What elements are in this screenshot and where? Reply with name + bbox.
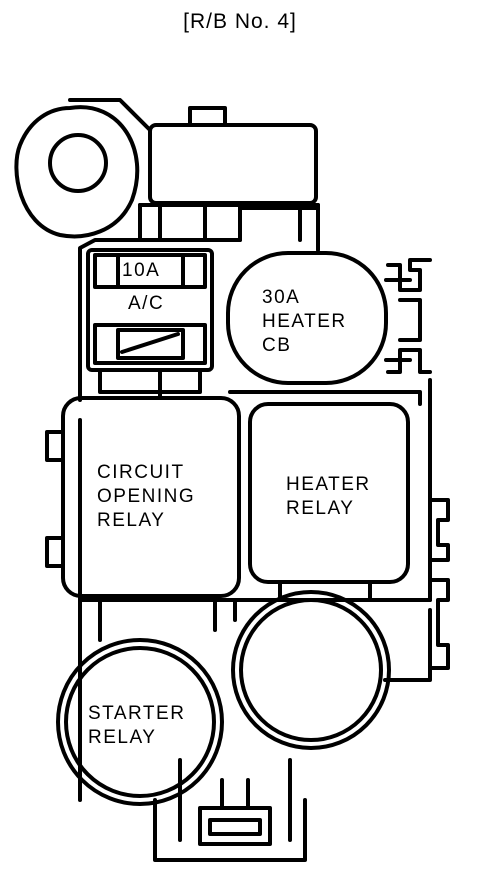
bottom-connector <box>153 758 307 862</box>
circuit-opening-relay-label-2: OPENING <box>97 486 196 507</box>
circuit-opening-relay-label-3: RELAY <box>97 510 166 531</box>
top-connector <box>148 106 318 242</box>
right-side-clips <box>383 258 450 682</box>
breaker-rating-label: 30A <box>262 287 301 308</box>
diagram-title: [R/B No. 4] <box>183 10 297 33</box>
breaker-name-label: HEATER <box>262 311 347 332</box>
heater-relay <box>228 390 422 584</box>
heater-relay-label-2: RELAY <box>286 498 355 519</box>
fuse-name-label: A/C <box>128 293 165 314</box>
mounting-lug <box>14 98 152 239</box>
fuse-rating-label: 10A <box>122 260 161 281</box>
circuit-opening-relay-label-1: CIRCUIT <box>97 462 185 483</box>
heater-relay-label-1: HEATER <box>286 474 371 495</box>
starter-relay-label-1: STARTER <box>88 703 186 724</box>
lower-right-round-component <box>231 590 391 750</box>
breaker-type-label: CB <box>262 335 292 356</box>
fuse-block-a-c <box>86 248 214 394</box>
starter-relay-label-2: RELAY <box>88 727 157 748</box>
starter-relay <box>56 638 224 806</box>
circuit-opening-relay <box>45 368 241 598</box>
